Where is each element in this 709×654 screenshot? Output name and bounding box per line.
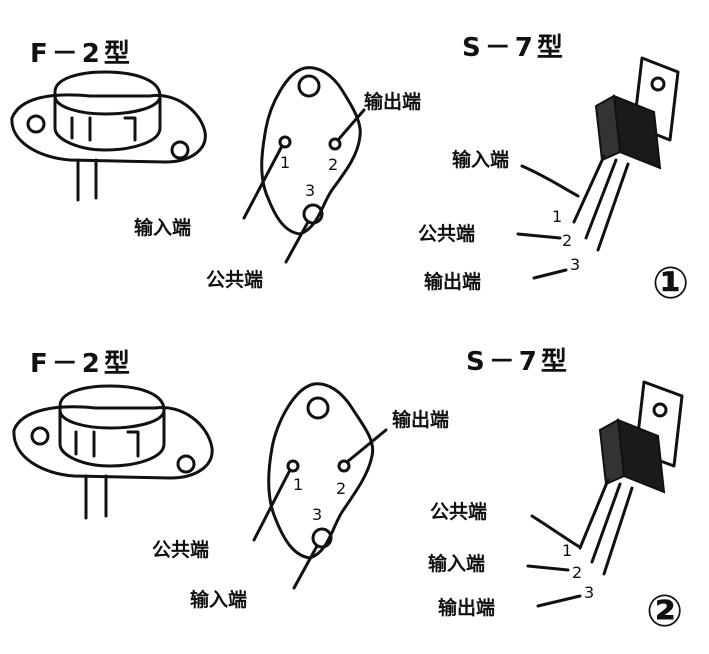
s7-pin2-number-2: 2 xyxy=(572,563,582,582)
s7-type-title-2: S－7型 xyxy=(466,347,571,377)
f2-pin2-label: 输出端 xyxy=(364,90,421,113)
panel-1-index: ① xyxy=(652,258,689,309)
f2-pin2-number: 2 xyxy=(328,155,338,174)
s7-package-illustration-2: 1 2 3 公共端 输入端 输出端 xyxy=(428,380,684,619)
s7-pin2-label: 公共端 xyxy=(418,222,475,245)
panel-2: F－2型 S－7型 1 2 3 公共端 输出端 输入端 xyxy=(12,347,684,637)
s7-pin3-number: 3 xyxy=(570,255,580,274)
f2-pin1-label: 输入端 xyxy=(134,216,191,239)
s7-pin2-label-2: 输入端 xyxy=(428,552,485,575)
f2-pin3-label-2: 输入端 xyxy=(190,588,247,611)
s7-pin1-label: 输入端 xyxy=(452,148,509,171)
panel-2-index: ② xyxy=(646,586,683,637)
s7-type-title: S－7型 xyxy=(462,33,567,63)
f2-pin2-label-2: 输出端 xyxy=(392,408,449,431)
panel-1: F－2型 S－7型 1 2 3 输入端 输出端 公共端 xyxy=(10,33,689,309)
f2-pin3-number-2: 3 xyxy=(312,505,322,524)
f2-pin2-number-2: 2 xyxy=(336,479,346,498)
f2-type-title: F－2型 xyxy=(30,39,134,69)
f2-pin1-label-2: 公共端 xyxy=(152,538,209,561)
s7-pin3-number-2: 3 xyxy=(584,583,594,602)
f2-pin-view-2: 1 2 3 公共端 输出端 输入端 xyxy=(152,382,449,611)
f2-pin1-number: 1 xyxy=(280,153,290,172)
s7-pin1-label-2: 公共端 xyxy=(430,500,487,523)
s7-pin3-label: 输出端 xyxy=(424,270,481,293)
f2-pin1-number-2: 1 xyxy=(293,475,303,494)
s7-pin2-number: 2 xyxy=(562,231,572,250)
s7-package-illustration: 1 2 3 输入端 公共端 输出端 xyxy=(418,56,680,293)
f2-type-title-2: F－2型 xyxy=(30,349,134,379)
s7-pin3-label-2: 输出端 xyxy=(438,596,495,619)
s7-pin1-number: 1 xyxy=(552,207,562,226)
f2-pin-view: 1 2 3 输入端 输出端 公共端 xyxy=(134,66,421,291)
f2-package-illustration xyxy=(10,70,207,202)
s7-pin1-number-2: 1 xyxy=(562,541,572,560)
f2-pin3-label: 公共端 xyxy=(206,268,263,291)
f2-package-illustration-2 xyxy=(12,384,214,520)
f2-pin3-number: 3 xyxy=(305,181,315,200)
